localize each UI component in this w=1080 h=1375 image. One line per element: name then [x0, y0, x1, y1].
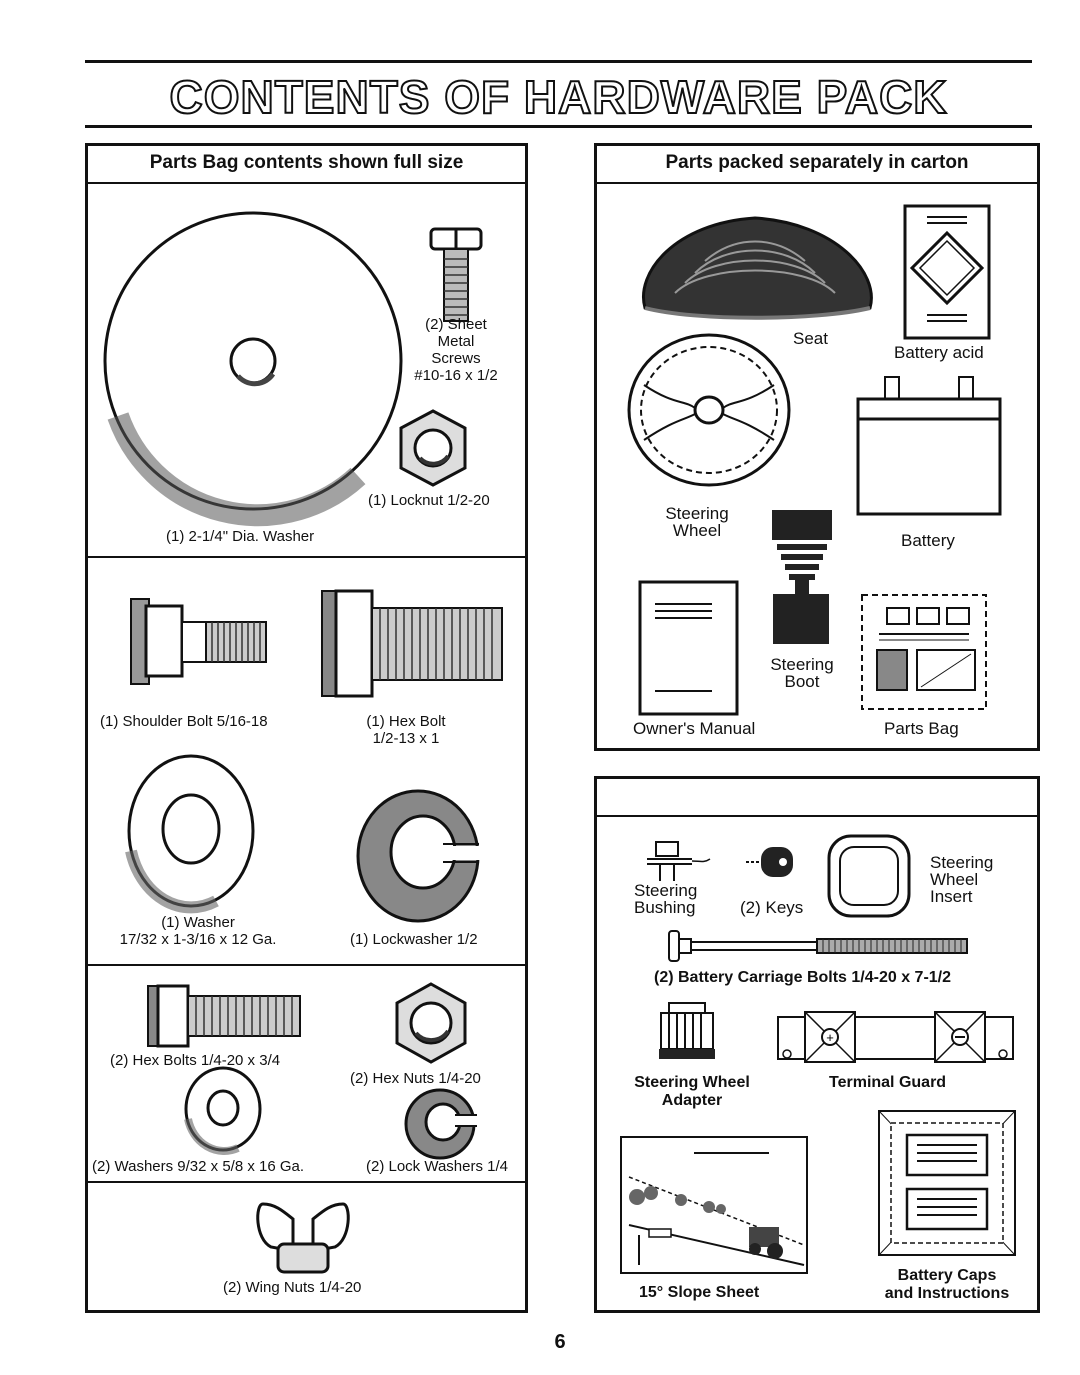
hex-nut-illustration [395, 982, 467, 1064]
steering-wheel-insert-label-1: Steering [930, 853, 994, 872]
steering-wheel-label-1: Steering [665, 504, 729, 523]
carton-panel: Parts packed separately in carton Seat B… [594, 143, 1040, 751]
key-illustration [746, 847, 793, 877]
terminal-guard-illustration: + [777, 1011, 1014, 1063]
wing-nuts-label: (2) Wing Nuts 1/4-20 [223, 1279, 362, 1296]
battery-label: Battery [901, 531, 955, 550]
washers-label: (2) Washers 9/32 x 5/8 x 16 Ga. [92, 1158, 305, 1175]
steering-boot-label-2: Boot [784, 672, 820, 691]
battery-acid-illustration [903, 204, 991, 340]
carton-header: Parts packed separately in carton [597, 146, 1037, 184]
parts-bag-illustration [861, 594, 987, 710]
title-rule-top [85, 60, 1032, 63]
steering-wheel-insert-label-3: Insert [930, 887, 973, 906]
left-divider-1 [88, 556, 525, 558]
sheet-screw-label-3: Screws [431, 350, 481, 367]
title-rule-bottom [85, 125, 1032, 128]
lock-washers-label: (2) Lock Washers 1/4 [366, 1158, 508, 1175]
locknut-illustration [399, 409, 467, 487]
steering-bushing-illustration [647, 841, 711, 881]
battery-caps-illustration [878, 1110, 1016, 1256]
svg-text:+: + [826, 1030, 834, 1045]
steering-wheel-illustration [627, 333, 791, 487]
steering-wheel-insert-illustration [827, 834, 911, 918]
steering-wheel-adapter-illustration [659, 1002, 715, 1059]
small-lock-washer-illustration [404, 1088, 480, 1160]
washer-illustration [125, 754, 255, 914]
lockwasher-label: (1) Lockwasher 1/2 [350, 931, 478, 948]
sheet-screw-label-4: #10-16 x 1/2 [414, 367, 498, 384]
steering-boot-illustration [772, 510, 832, 644]
hex-bolt-illustration [321, 589, 503, 698]
terminal-guard-label: Terminal Guard [829, 1074, 947, 1091]
carriage-bolts-label: (2) Battery Carriage Bolts 1/4-20 x 7-1/… [654, 969, 952, 986]
steering-wheel-label-2: Wheel [672, 521, 722, 540]
parts-bag-panel: Parts Bag contents shown full size (2) S… [85, 143, 528, 1313]
steering-bushing-label-1: Steering [634, 881, 698, 900]
left-divider-2 [88, 964, 525, 966]
hex-bolt-label-2: 1/2-13 x 1 [372, 730, 440, 747]
steering-wheel-insert-label-2: Wheel [930, 870, 979, 889]
sheet-screw-label-2: Metal [437, 333, 475, 350]
hex-nuts-label: (2) Hex Nuts 1/4-20 [350, 1070, 481, 1087]
parts-bag-header: Parts Bag contents shown full size [88, 146, 525, 184]
locknut-label: (1) Locknut 1/2-20 [368, 492, 490, 509]
large-washer-illustration [103, 211, 403, 527]
shoulder-bolt-label: (1) Shoulder Bolt 5/16-18 [100, 713, 268, 730]
battery-illustration [856, 376, 1002, 516]
battery-caps-label-1: Battery Caps [897, 1267, 997, 1284]
keys-label: (2) Keys [740, 898, 804, 917]
owners-manual-label: Owner's Manual [633, 719, 756, 738]
slope-sheet-illustration [620, 1136, 808, 1274]
carriage-bolt-illustration [668, 930, 968, 962]
carton-parts-lower-panel: Steering Bushing (2) Keys Steering Wheel… [594, 776, 1040, 1313]
lower-panel-header-rule [597, 815, 1037, 817]
hex-bolts-label: (2) Hex Bolts 1/4-20 x 3/4 [110, 1052, 281, 1069]
steering-wheel-adapter-label-1: Steering Wheel [634, 1074, 750, 1091]
washer-label-1: (1) Washer [161, 914, 235, 931]
seat-illustration [642, 216, 873, 320]
battery-caps-label-2: and Instructions [884, 1285, 1010, 1302]
slope-sheet-label: 15° Slope Sheet [639, 1284, 760, 1301]
owners-manual-illustration [638, 580, 739, 716]
page-title: CONTENTS OF HARDWARE PACK [168, 70, 948, 124]
seat-label: Seat [793, 329, 828, 348]
battery-acid-label: Battery acid [894, 343, 984, 362]
steering-bushing-label-2: Bushing [634, 898, 696, 917]
hex-bolts-illustration [147, 984, 301, 1048]
washer-label-2: 17/32 x 1-3/16 x 12 Ga. [119, 931, 277, 948]
steering-wheel-adapter-label-2: Adapter [661, 1092, 723, 1109]
sheet-metal-screw-illustration [429, 227, 483, 322]
page-number: 6 [554, 1331, 566, 1353]
lockwasher-illustration [356, 789, 485, 923]
left-divider-3 [88, 1181, 525, 1183]
wing-nut-illustration [256, 1202, 350, 1274]
steering-boot-label-1: Steering [770, 655, 834, 674]
large-washer-label: (1) 2-1/4" Dia. Washer [166, 528, 315, 545]
hex-bolt-label-1: (1) Hex Bolt [366, 713, 446, 730]
shoulder-bolt-illustration [130, 598, 267, 685]
small-washer-illustration [184, 1066, 262, 1155]
parts-bag-label: Parts Bag [884, 719, 959, 738]
sheet-screw-label-1: (2) Sheet [425, 316, 487, 333]
